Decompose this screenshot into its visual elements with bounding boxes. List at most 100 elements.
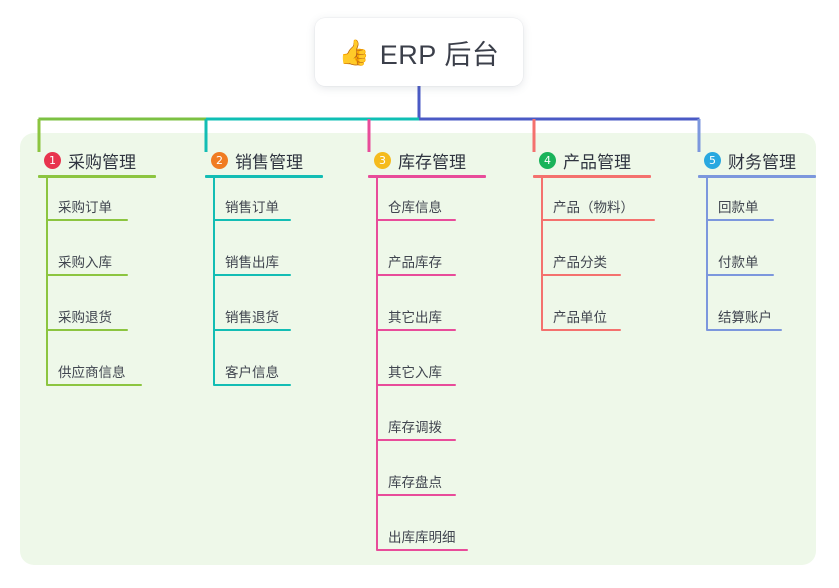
branch-leaf-list: 回款单付款单结算账户 [688,178,796,343]
branch-number-badge: 3 [374,151,391,169]
branch-header-2[interactable]: 2 销售管理 [195,145,323,178]
leaf-item-rule [541,274,621,276]
leaf-item[interactable]: 供应商信息 [28,343,142,398]
branch-leaf-list: 产品（物料） 产品分类产品单位 [523,178,655,343]
leaf-item-label: 采购入库 [58,255,112,270]
leaf-item-rule [213,329,291,331]
leaf-item[interactable]: 客户信息 [195,343,303,398]
branch-trunk-line [46,178,48,385]
branch-header-3[interactable]: 3 库存管理 [358,145,486,178]
branch-header-rule [698,175,816,178]
leaf-item-label: 结算账户 [718,310,772,325]
leaf-item-label: 产品（物料） [553,200,634,215]
leaf-item-rule [376,494,456,496]
branch-trunk-line [541,178,543,330]
leaf-item-rule [706,219,774,221]
branch-header-4[interactable]: 4 产品管理 [523,145,651,178]
branch-trunk-line [213,178,215,385]
branch-title: 库存管理 [398,152,466,172]
leaf-item-label: 产品分类 [553,255,607,270]
diagram-background-panel [20,133,816,565]
leaf-item-rule [46,274,128,276]
branch-header-1[interactable]: 1 采购管理 [28,145,156,178]
branch-column-3: 3 库存管理仓库信息产品库存其它出库其它入库库存调拨库存盘点出库库明细 [358,145,486,563]
branch-column-4: 4 产品管理产品（物料） 产品分类产品单位 [523,145,655,343]
leaf-item-rule [376,549,468,551]
leaf-item[interactable]: 产品分类 [523,233,631,288]
leaf-item[interactable]: 销售出库 [195,233,303,288]
leaf-item-label: 销售出库 [225,255,279,270]
leaf-item[interactable]: 产品库存 [358,233,466,288]
branch-number-badge: 1 [44,151,61,169]
leaf-item-label: 产品库存 [388,255,442,270]
thumbs-up-icon: 👍 [338,38,370,67]
leaf-item[interactable]: 库存盘点 [358,453,466,508]
leaf-item-label: 其它出库 [388,310,442,325]
leaf-item[interactable]: 产品单位 [523,288,631,343]
leaf-item-rule [376,439,456,441]
leaf-item[interactable]: 结算账户 [688,288,796,343]
leaf-item-label: 库存调拨 [388,420,442,435]
branch-title: 财务管理 [728,152,796,172]
leaf-item-label: 其它入库 [388,365,442,380]
leaf-item-label: 出库库明细 [388,530,456,545]
leaf-item-label: 供应商信息 [58,365,126,380]
leaf-item-label: 付款单 [718,255,759,270]
leaf-item[interactable]: 回款单 [688,178,796,233]
leaf-item-label: 回款单 [718,200,759,215]
root-node-title: ERP 后台 [379,39,500,70]
leaf-item[interactable]: 付款单 [688,233,796,288]
branch-trunk-line [706,178,708,330]
branch-leaf-list: 采购订单采购入库采购退货供应商信息 [28,178,142,398]
branch-trunk-line [376,178,378,550]
branch-column-2: 2 销售管理销售订单销售出库销售退货客户信息 [195,145,323,398]
branch-header-rule [368,175,486,178]
leaf-item-rule [541,219,655,221]
branch-header-rule [205,175,323,178]
leaf-item[interactable]: 其它出库 [358,288,466,343]
branch-number-badge: 4 [539,151,556,169]
leaf-item[interactable]: 出库库明细 [358,508,468,563]
leaf-item[interactable]: 采购入库 [28,233,136,288]
root-node-erp-backend[interactable]: 👍 ERP 后台 [315,18,523,86]
branch-title: 产品管理 [563,152,631,172]
leaf-item-rule [213,384,291,386]
branch-leaf-list: 销售订单销售出库销售退货客户信息 [195,178,303,398]
branch-number-badge: 2 [211,151,228,169]
branch-leaf-list: 仓库信息产品库存其它出库其它入库库存调拨库存盘点出库库明细 [358,178,468,563]
branch-header-rule [38,175,156,178]
leaf-item[interactable]: 采购订单 [28,178,136,233]
leaf-item-rule [213,219,291,221]
leaf-item[interactable]: 销售订单 [195,178,303,233]
branch-title: 采购管理 [68,152,136,172]
leaf-item-label: 产品单位 [553,310,607,325]
leaf-item[interactable]: 库存调拨 [358,398,466,453]
leaf-item[interactable]: 其它入库 [358,343,466,398]
leaf-item-label: 销售订单 [225,200,279,215]
leaf-item-rule [706,274,774,276]
leaf-item-label: 采购订单 [58,200,112,215]
leaf-item-rule [376,384,456,386]
leaf-item[interactable]: 采购退货 [28,288,136,343]
leaf-item[interactable]: 仓库信息 [358,178,466,233]
leaf-item-rule [541,329,621,331]
branch-header-rule [533,175,651,178]
leaf-item-label: 客户信息 [225,365,279,380]
leaf-item[interactable]: 销售退货 [195,288,303,343]
leaf-item-rule [376,274,456,276]
branch-title: 销售管理 [235,152,303,172]
leaf-item-label: 销售退货 [225,310,279,325]
leaf-item-rule [213,274,291,276]
leaf-item-rule [46,384,142,386]
leaf-item-label: 仓库信息 [388,200,442,215]
leaf-item[interactable]: 产品（物料） [523,178,655,233]
leaf-item-rule [376,329,456,331]
leaf-item-label: 采购退货 [58,310,112,325]
leaf-item-rule [706,329,782,331]
branch-column-1: 1 采购管理采购订单采购入库采购退货供应商信息 [28,145,156,398]
leaf-item-label: 库存盘点 [388,475,442,490]
leaf-item-rule [376,219,456,221]
